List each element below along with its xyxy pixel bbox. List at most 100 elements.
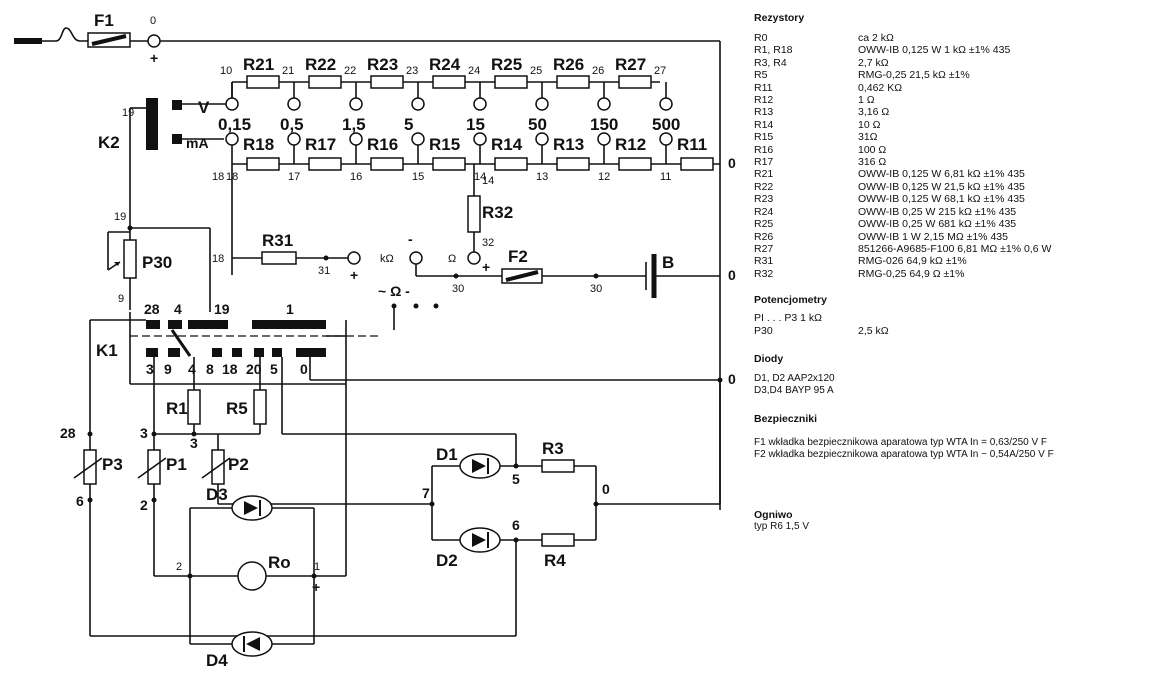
svg-text:3: 3 bbox=[140, 425, 148, 441]
svg-text:R15: R15 bbox=[429, 135, 460, 154]
cell-line: typ R6 1,5 V bbox=[754, 520, 810, 532]
resistor-r32: R32 32 14 bbox=[467, 164, 513, 252]
part-spec: 2,5 kΩ bbox=[858, 324, 889, 337]
svg-text:R27: R27 bbox=[615, 55, 646, 74]
potentiometer-p1[interactable]: P1 bbox=[137, 449, 187, 485]
svg-text:+: + bbox=[482, 259, 490, 275]
range-terminal[interactable]: 15 bbox=[466, 97, 487, 146]
node-label: 27 bbox=[654, 65, 666, 77]
potentiometer-p3[interactable]: P3 bbox=[73, 449, 123, 485]
terminal-plus[interactable] bbox=[147, 34, 161, 48]
svg-text:+: + bbox=[150, 50, 158, 66]
resistor-r24: R24 bbox=[429, 55, 466, 89]
part-spec: OWW-IB 0,125 W 1 kΩ ±1% 435 bbox=[858, 44, 1011, 57]
potentiometer-p2[interactable]: P2 bbox=[201, 449, 249, 485]
range-terminal[interactable]: 0,5 bbox=[280, 97, 304, 146]
part-id: R21 bbox=[754, 168, 774, 181]
svg-text:P1: P1 bbox=[166, 455, 187, 474]
node-label: 13 bbox=[536, 171, 548, 183]
switch-k1[interactable]: K1 28 4 19 1 3 9 4 8 18 20 5 0 bbox=[96, 301, 380, 377]
terminal-ohm-plus[interactable] bbox=[467, 251, 481, 265]
diode-d1: D1 bbox=[436, 445, 501, 479]
node-label: 21 bbox=[282, 65, 294, 77]
range-terminal[interactable]: 5 bbox=[404, 97, 425, 146]
node-label: 23 bbox=[406, 65, 418, 77]
svg-text:R17: R17 bbox=[305, 135, 336, 154]
svg-text:-: - bbox=[408, 231, 413, 247]
svg-text:1,5: 1,5 bbox=[342, 115, 366, 134]
part-id: R31 bbox=[754, 255, 774, 268]
range-terminal[interactable]: 0,15 bbox=[218, 97, 251, 146]
svg-text:R21: R21 bbox=[243, 55, 274, 74]
range-terminal[interactable]: 50 bbox=[528, 97, 549, 146]
svg-text:50: 50 bbox=[528, 115, 547, 134]
svg-text:19: 19 bbox=[214, 301, 230, 317]
part-id: R14 bbox=[754, 118, 774, 131]
svg-text:14: 14 bbox=[482, 175, 494, 187]
fuse-line: F2 wkładka bezpiecznikowa aparatowa typ … bbox=[754, 448, 1054, 460]
svg-text:9: 9 bbox=[164, 361, 172, 377]
svg-text:P3: P3 bbox=[102, 455, 123, 474]
svg-text:4: 4 bbox=[188, 361, 196, 377]
node-label: 12 bbox=[598, 171, 610, 183]
part-spec: OWW-IB 0,25 W 681 kΩ ±1% 435 bbox=[858, 218, 1017, 231]
svg-text:R18: R18 bbox=[243, 135, 274, 154]
part-id: P30 bbox=[754, 324, 773, 337]
switch-k2[interactable]: K2 19 bbox=[98, 98, 182, 152]
svg-text:30: 30 bbox=[452, 283, 464, 295]
svg-text:R22: R22 bbox=[305, 55, 336, 74]
terminal-kohm[interactable] bbox=[409, 251, 423, 265]
part-id: R1, R18 bbox=[754, 44, 793, 57]
part-spec: OWW-IB 1 W 2,15 MΩ ±1% 435 bbox=[858, 230, 1008, 243]
svg-text:3: 3 bbox=[190, 435, 198, 451]
range-terminal[interactable]: 150 bbox=[590, 97, 618, 146]
range-terminal[interactable]: 500 bbox=[652, 97, 680, 146]
fuses-title: Bezpieczniki bbox=[754, 412, 818, 425]
resistor-r21: R21 bbox=[243, 55, 280, 89]
svg-text:K2: K2 bbox=[98, 133, 120, 152]
fuse-f2: F2 bbox=[501, 247, 543, 284]
terminal-r31[interactable] bbox=[347, 251, 361, 265]
resistor-r14: R14 bbox=[491, 135, 528, 171]
svg-text:R13: R13 bbox=[553, 135, 584, 154]
svg-text:R24: R24 bbox=[429, 55, 461, 74]
pots-title: Potencjometry bbox=[754, 294, 827, 307]
part-id: PI . . . P3 1 kΩ bbox=[754, 312, 822, 325]
svg-text:18: 18 bbox=[212, 253, 224, 265]
diode-line: D3,D4 BAYP 95 A bbox=[754, 384, 834, 396]
acdc-selector[interactable]: ~ Ω - bbox=[378, 283, 439, 330]
svg-text:R26: R26 bbox=[553, 55, 584, 74]
resistor-r25: R25 bbox=[491, 55, 528, 89]
svg-text:18: 18 bbox=[212, 171, 224, 183]
part-spec: 316 Ω bbox=[858, 156, 887, 169]
svg-text:0,5: 0,5 bbox=[280, 115, 304, 134]
svg-text:6: 6 bbox=[76, 493, 84, 509]
svg-text:7: 7 bbox=[422, 485, 430, 501]
svg-text:0: 0 bbox=[728, 371, 736, 387]
svg-text:19: 19 bbox=[122, 107, 134, 119]
svg-text:F2: F2 bbox=[508, 247, 528, 266]
svg-text:R1: R1 bbox=[166, 399, 188, 418]
resistors-title: Rezystory bbox=[754, 12, 805, 24]
part-spec: 0,462 KΩ bbox=[858, 81, 903, 94]
resistor-r27: R27 bbox=[615, 55, 652, 89]
svg-text:D4: D4 bbox=[206, 651, 228, 670]
resistor-r1: R1 bbox=[166, 389, 201, 425]
part-id: R17 bbox=[754, 156, 774, 169]
svg-text:R31: R31 bbox=[262, 231, 293, 250]
svg-text:+: + bbox=[312, 579, 320, 595]
range-terminal[interactable]: 1,5 bbox=[342, 97, 366, 146]
node-label: 17 bbox=[288, 171, 300, 183]
svg-text:0: 0 bbox=[728, 155, 736, 171]
svg-text:B: B bbox=[662, 253, 674, 272]
node-label: 10 bbox=[220, 65, 232, 77]
node-label: 26 bbox=[592, 65, 604, 77]
potentiometer-p30[interactable]: P30 bbox=[107, 239, 172, 279]
part-id: R12 bbox=[754, 94, 774, 107]
part-spec: RMG-0,25 21,5 kΩ ±1% bbox=[858, 69, 970, 82]
